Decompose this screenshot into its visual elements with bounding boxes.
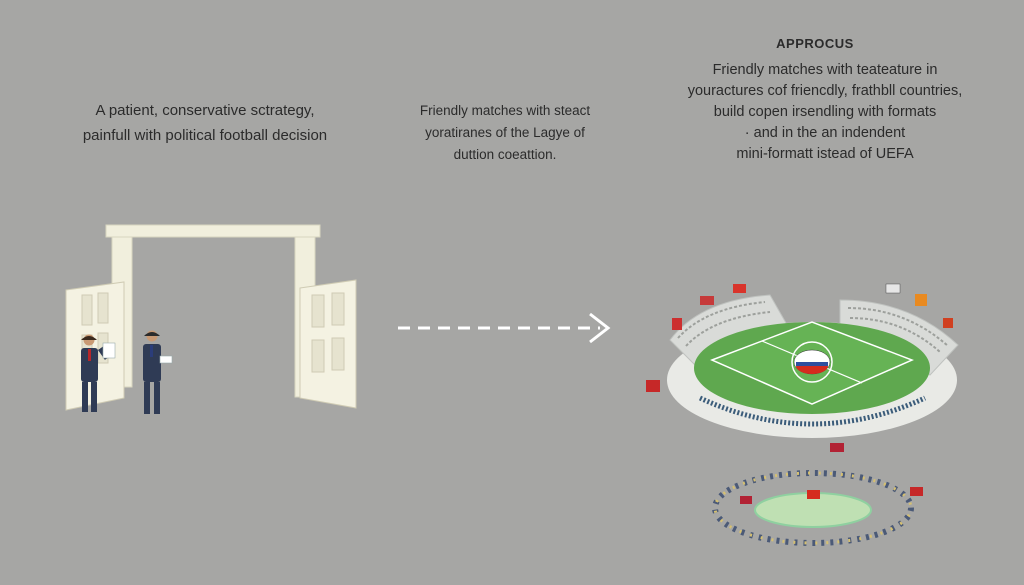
crowd-circle-icon	[712, 470, 923, 546]
person-icon	[81, 334, 116, 412]
flag-icon	[646, 380, 660, 392]
right-title: APPROCUS	[776, 36, 854, 51]
flag-icon	[943, 318, 953, 328]
left-caption-line-2: painfull with political football decisio…	[82, 127, 328, 144]
stadium-icon	[646, 283, 959, 452]
door-icon	[65, 224, 357, 411]
flag-icon	[915, 294, 927, 306]
right-caption: Friendly matches with teateature in your…	[655, 60, 995, 165]
flag-icon	[740, 496, 752, 504]
flag-icon	[700, 296, 714, 305]
flag-icon	[733, 284, 746, 293]
right-caption-line-3: build copen irsendling with formats	[713, 104, 937, 120]
middle-caption-line-3: duttion coeattion.	[453, 147, 557, 162]
flag-icon	[672, 318, 682, 330]
right-caption-line-4: · and in the an indendent	[744, 125, 906, 141]
middle-caption-line-1: Friendly matches with steact	[419, 103, 591, 118]
flag-icon	[885, 283, 901, 294]
right-caption-line-1: Friendly matches with teateature in	[712, 62, 938, 78]
arrow-icon	[398, 312, 611, 344]
flag-icon	[910, 487, 923, 496]
person-icon	[143, 330, 173, 414]
right-caption-line-5: mini-formatt istead of UEFA	[736, 146, 914, 162]
middle-caption-line-2: yoratiranes of the Lagye of	[425, 125, 585, 140]
flag-icon	[830, 443, 844, 452]
right-caption-line-2: youractures cof friencdly, frathbll coun…	[687, 83, 963, 99]
flag-icon	[807, 490, 820, 499]
left-caption: A patient, conservative sctrategy, painf…	[60, 98, 350, 148]
left-caption-line-1: A patient, conservative sctrategy,	[95, 102, 315, 119]
middle-caption: Friendly matches with steact yoratiranes…	[385, 100, 625, 166]
